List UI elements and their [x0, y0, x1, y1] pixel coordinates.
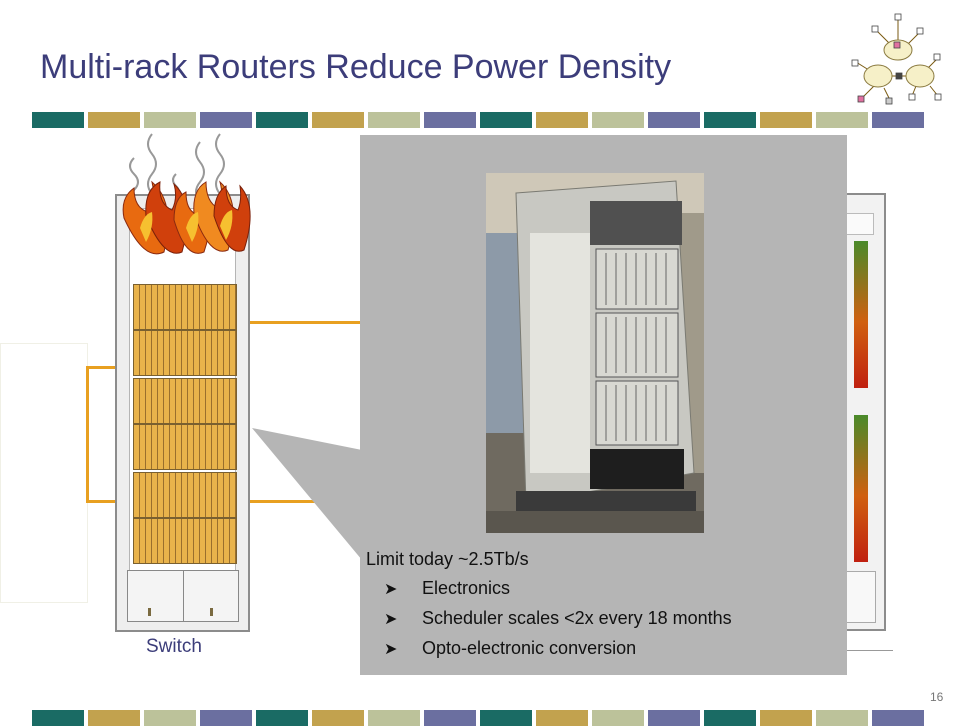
- bullet-text: Scheduler scales <2x every 18 months: [422, 608, 732, 628]
- network-clouds-icon: [851, 13, 942, 105]
- link-line-vertical: [86, 366, 89, 502]
- link-line-top: [236, 321, 366, 324]
- arrow-bullet-icon: ➤: [384, 581, 398, 598]
- bullet-text: Opto-electronic conversion: [422, 638, 637, 658]
- line-card-group: [133, 518, 237, 564]
- line-card-group: [133, 472, 237, 518]
- list-item: ➤ Scheduler scales <2x every 18 months: [384, 604, 732, 634]
- arrow-bullet-icon: ➤: [384, 641, 398, 658]
- router-photo: [486, 173, 704, 533]
- callout-bullet-list: ➤ Electronics ➤ Scheduler scales <2x every…: [384, 574, 732, 664]
- switch-label: Switch: [146, 636, 202, 657]
- line-card-group: [133, 378, 237, 424]
- slide-title: Multi-rack Routers Reduce Power Density: [40, 48, 672, 86]
- line-card-group: [133, 284, 237, 330]
- list-item: ➤ Electronics: [384, 574, 732, 604]
- link-line-upper: [86, 366, 136, 369]
- bullet-text: Electronics: [422, 578, 511, 598]
- list-item: ➤ Opto-electronic conversion: [384, 634, 732, 664]
- arrow-bullet-icon: ➤: [384, 611, 398, 628]
- page-number: 16: [930, 690, 944, 704]
- top-stripe: [32, 112, 924, 128]
- power-supply: [127, 570, 239, 622]
- switch-rack: [115, 194, 250, 632]
- fire-icon: [122, 133, 251, 255]
- divider-line: [845, 650, 893, 651]
- line-card-group: [133, 330, 237, 376]
- line-card-group: [133, 424, 237, 470]
- callout-heading: Limit today ~2.5Tb/s: [366, 549, 529, 569]
